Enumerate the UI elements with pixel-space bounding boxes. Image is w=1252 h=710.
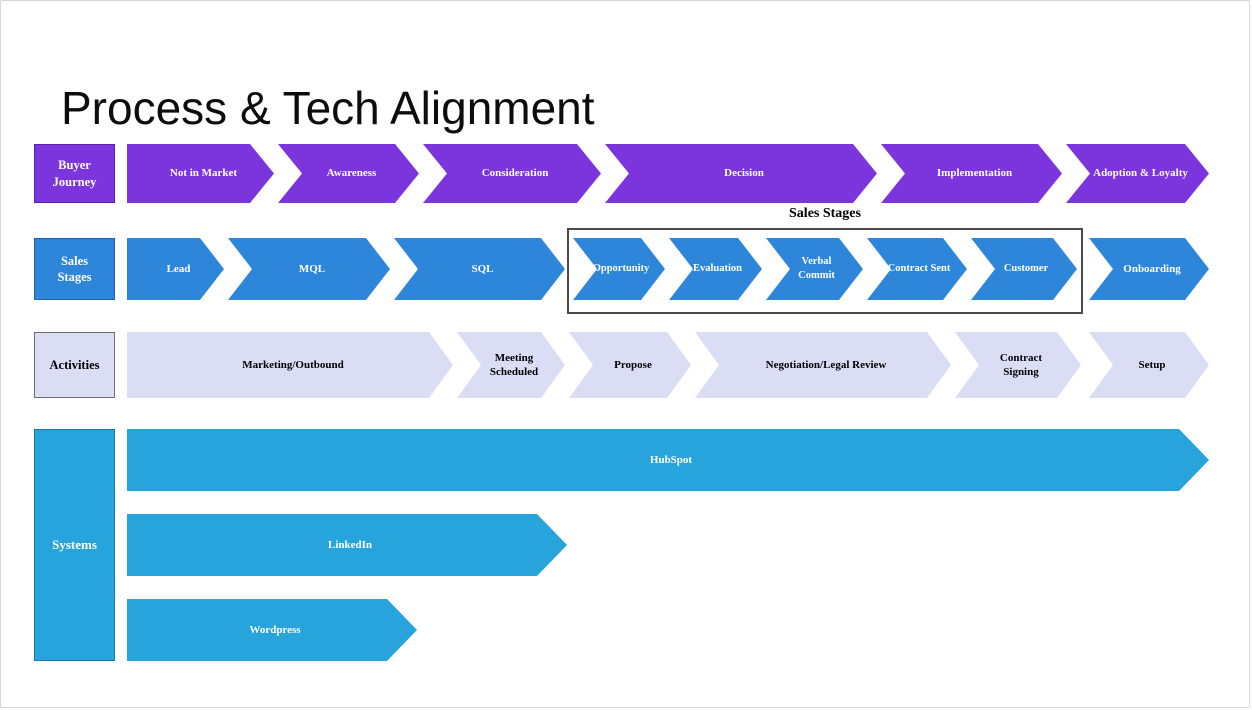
chevron-consideration: Consideration	[423, 144, 601, 203]
sales-stages-group-box	[567, 228, 1083, 314]
chevron-setup: Setup	[1089, 332, 1209, 398]
chevron-decision: Decision	[605, 144, 877, 203]
chevron-meeting-scheduled: Meeting Scheduled	[457, 332, 565, 398]
chevron-implementation: Implementation	[881, 144, 1062, 203]
row-label-buyer-journey: Buyer Journey	[34, 144, 115, 203]
arrow-wordpress: Wordpress	[127, 599, 417, 661]
page-title: Process & Tech Alignment	[61, 82, 595, 134]
chevron-contract-signing: Contract Signing	[955, 332, 1081, 398]
chevron-sql: SQL	[394, 238, 565, 300]
arrow-linkedin: LinkedIn	[127, 514, 567, 576]
chevron-marketing-outbound: Marketing/Outbound	[127, 332, 453, 398]
row-label-activities: Activities	[34, 332, 115, 398]
chevron-onboarding: Onboarding	[1089, 238, 1209, 300]
sales-stages-group-title: Sales Stages	[789, 206, 861, 221]
chevron-lead: Lead	[127, 238, 224, 300]
chevron-propose: Propose	[569, 332, 691, 398]
row-label-sales-stages: Sales Stages	[34, 238, 115, 300]
row-label-systems: Systems	[34, 429, 115, 661]
chevron-mql: MQL	[228, 238, 390, 300]
chevron-negotiation-legal-review: Negotiation/Legal Review	[695, 332, 951, 398]
chevron-not-in-market: Not in Market	[127, 144, 274, 203]
chevron-adoption-loyalty: Adoption & Loyalty	[1066, 144, 1209, 203]
chevron-awareness: Awareness	[278, 144, 419, 203]
arrow-hubspot: HubSpot	[127, 429, 1209, 491]
